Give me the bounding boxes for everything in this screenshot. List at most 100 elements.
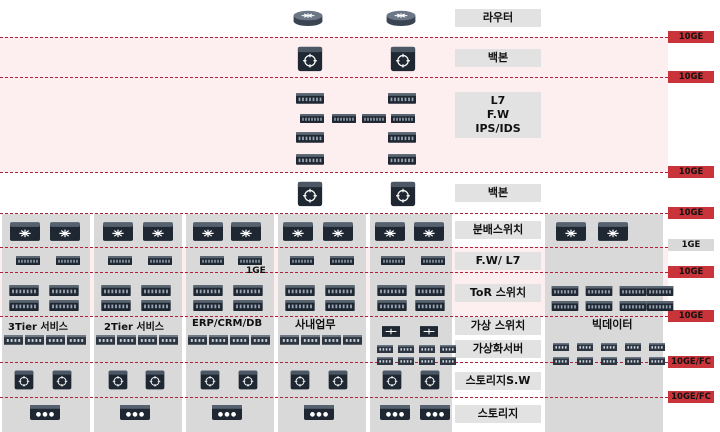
- rack-device-icon: [8, 296, 40, 315]
- rack-device-icon: [391, 108, 415, 127]
- server-icon: [623, 336, 643, 355]
- server-icon: [301, 330, 320, 349]
- server-icon: [376, 350, 394, 369]
- rack-device-icon: [551, 281, 579, 300]
- server-icon: [418, 350, 436, 369]
- server-icon: [551, 336, 571, 355]
- layer-label-backbone: 백본: [455, 184, 541, 202]
- server-icon: [67, 330, 86, 349]
- divider-1: [0, 37, 668, 38]
- rack-device-icon: [140, 281, 172, 300]
- layer-label-storage: 스토리지: [455, 405, 541, 423]
- storage-icon: [380, 405, 410, 424]
- layer-label-security: L7 F.W IPS/IDS: [455, 92, 541, 138]
- layer-label-distribution: 분배스위치: [455, 221, 541, 239]
- rack-device-icon: [414, 296, 446, 315]
- server-icon: [251, 330, 270, 349]
- switch-icon: [103, 222, 133, 245]
- backbone-switch-icon: [200, 370, 220, 394]
- switch-icon: [143, 222, 173, 245]
- rack-device-icon: [296, 151, 324, 170]
- server-icon: [623, 350, 643, 369]
- backbone-switch-icon: [14, 370, 34, 394]
- layer-label-virtual-server: 가상화서버: [455, 340, 541, 358]
- rack-device-icon: [15, 250, 41, 269]
- switch-icon: [231, 222, 261, 245]
- storage-icon: [120, 405, 150, 424]
- server-icon: [230, 330, 249, 349]
- server-icon: [439, 350, 457, 369]
- rack-device-icon: [147, 250, 173, 269]
- link-tag-1ge: 1GE: [668, 239, 714, 251]
- label-fw: F.W: [486, 108, 510, 121]
- switch-icon: [375, 222, 405, 245]
- rack-device-icon: [199, 250, 225, 269]
- backbone-switch-icon: [297, 180, 323, 212]
- switch-icon: [193, 222, 223, 245]
- rack-device-icon: [284, 296, 316, 315]
- server-icon: [280, 330, 299, 349]
- server-icon: [647, 336, 667, 355]
- server-icon: [439, 338, 457, 357]
- link-label-1ge: 1GE: [246, 266, 266, 276]
- switch-icon: [598, 222, 628, 245]
- server-icon: [647, 350, 667, 369]
- link-tag-10ge: 10GE: [668, 71, 714, 83]
- storage-icon: [212, 405, 242, 424]
- link-tag-10ge: 10GE: [668, 166, 714, 178]
- divider-4: [0, 213, 668, 214]
- layer-label-storage-switch: 스토리지S.W: [455, 372, 541, 390]
- backbone-top-band: [0, 37, 668, 77]
- server-icon: [418, 338, 436, 357]
- divider-6: [0, 272, 668, 273]
- router-icon: [385, 7, 417, 33]
- service-label-internal: 사내업무: [295, 318, 336, 331]
- rack-device-icon: [100, 281, 132, 300]
- divider-5: [0, 247, 668, 248]
- storage-icon: [30, 405, 60, 424]
- rack-device-icon: [289, 250, 315, 269]
- rack-device-icon: [646, 296, 674, 315]
- server-icon: [96, 330, 115, 349]
- rack-device-icon: [55, 250, 81, 269]
- rack-device-icon: [646, 281, 674, 300]
- backbone-switch-icon: [382, 370, 402, 394]
- column-virtual: [370, 214, 452, 432]
- rack-device-icon: [376, 296, 408, 315]
- layer-label-router: 라우터: [455, 9, 541, 27]
- label-ips-ids: IPS/IDS: [475, 122, 521, 135]
- rack-device-icon: [237, 250, 263, 269]
- rack-device-icon: [296, 128, 324, 147]
- storage-icon: [420, 405, 450, 424]
- rack-device-icon: [100, 296, 132, 315]
- column-3tier: [2, 214, 90, 432]
- server-icon: [343, 330, 362, 349]
- server-icon: [599, 350, 619, 369]
- divider-7: [0, 316, 668, 317]
- rack-device-icon: [329, 250, 355, 269]
- divider-2: [0, 77, 668, 78]
- server-icon: [4, 330, 23, 349]
- rack-device-icon: [284, 281, 316, 300]
- rack-device-icon: [48, 281, 80, 300]
- server-icon: [209, 330, 228, 349]
- service-label-bigdata: 빅데이터: [592, 318, 633, 331]
- router-icon: [292, 7, 324, 33]
- rack-device-icon: [420, 250, 446, 269]
- switch-icon: [50, 222, 80, 245]
- divider-3: [0, 172, 668, 173]
- server-icon: [25, 330, 44, 349]
- server-icon: [599, 336, 619, 355]
- rack-device-icon: [585, 296, 613, 315]
- virtual-switch-icon: [420, 322, 438, 341]
- rack-device-icon: [8, 281, 40, 300]
- rack-device-icon: [551, 296, 579, 315]
- column-erp: [186, 214, 274, 432]
- divider-8: [0, 362, 668, 363]
- backbone-switch-icon: [297, 45, 323, 77]
- server-icon: [46, 330, 65, 349]
- backbone-switch-icon: [52, 370, 72, 394]
- service-label-3tier: 3Tier 서비스: [8, 322, 69, 333]
- rack-device-icon: [140, 296, 172, 315]
- column-2tier: [94, 214, 182, 432]
